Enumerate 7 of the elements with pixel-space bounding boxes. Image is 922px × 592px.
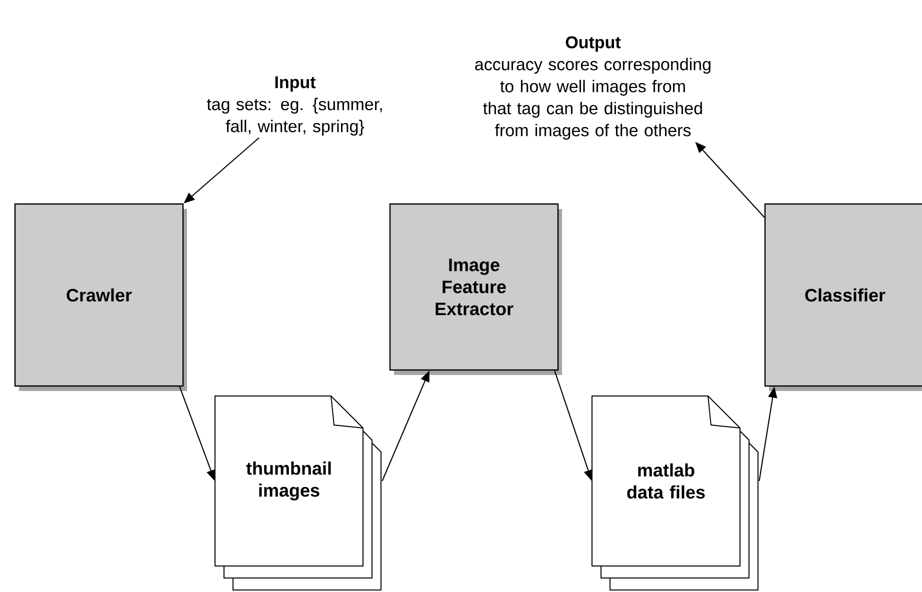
process-box: Classifier <box>764 203 922 391</box>
document-stack: matlab data files <box>592 396 758 590</box>
process-box: Image Feature Extractor <box>389 203 562 375</box>
annotation-text: Input tag sets: eg. {summer, fall, winter, spring} <box>206 76 382 136</box>
process-box: Crawler <box>14 203 187 391</box>
document-stack: thumbnail images <box>214 396 382 590</box>
annotation-text: Output accuracy scores corresponding to how well images from that tag can be distinguished from images of the others <box>475 36 710 140</box>
